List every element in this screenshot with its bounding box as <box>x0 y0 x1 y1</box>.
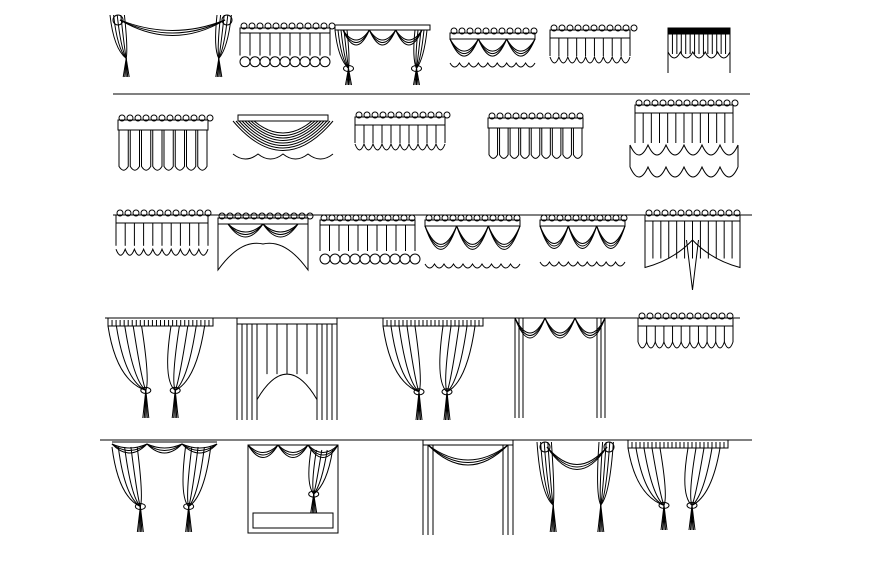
curtain-drape-swag-icon <box>111 441 218 533</box>
curtain-swag-drape-icon <box>109 14 233 78</box>
curtain-drape-tieback-icon <box>382 317 484 421</box>
curtain-valance-scallop-icon <box>637 312 734 349</box>
curtain-valance-balloon-icon <box>239 22 336 68</box>
curtain-drape-arch-icon <box>236 317 338 420</box>
curtain-valance-balloon-tall-icon <box>629 99 739 178</box>
curtain-valance-dark-icon <box>667 27 731 73</box>
curtain-swag-cascade-icon <box>232 114 334 160</box>
curtain-valance-tulip-icon <box>487 112 584 159</box>
curtain-drape-tieback-icon <box>107 317 214 419</box>
curtain-valance-swag-icon <box>424 214 521 269</box>
curtain-valance-scallop-icon <box>354 111 451 151</box>
curtain-valance-tulip-icon <box>117 114 214 171</box>
curtain-drape-swag-long-icon <box>422 439 514 535</box>
curtain-swag-drape-long-icon <box>514 317 606 418</box>
curtain-swag-drape-icon <box>536 441 615 533</box>
curtain-valance-drape-icon <box>334 24 431 86</box>
curtain-valance-balloon-icon <box>319 214 421 265</box>
curtain-valance-scallop-icon <box>115 209 212 256</box>
curtain-drape-tieback-icon <box>627 439 729 531</box>
curtain-valance-swag-icon <box>539 214 628 267</box>
curtain-window-swag-icon <box>247 444 339 534</box>
curtain-valance-scallop-icon <box>549 24 638 64</box>
curtain-valance-pointed-icon <box>217 212 314 272</box>
curtain-valance-tieup-icon <box>644 209 741 291</box>
curtain-valance-swag-icon <box>449 27 538 68</box>
